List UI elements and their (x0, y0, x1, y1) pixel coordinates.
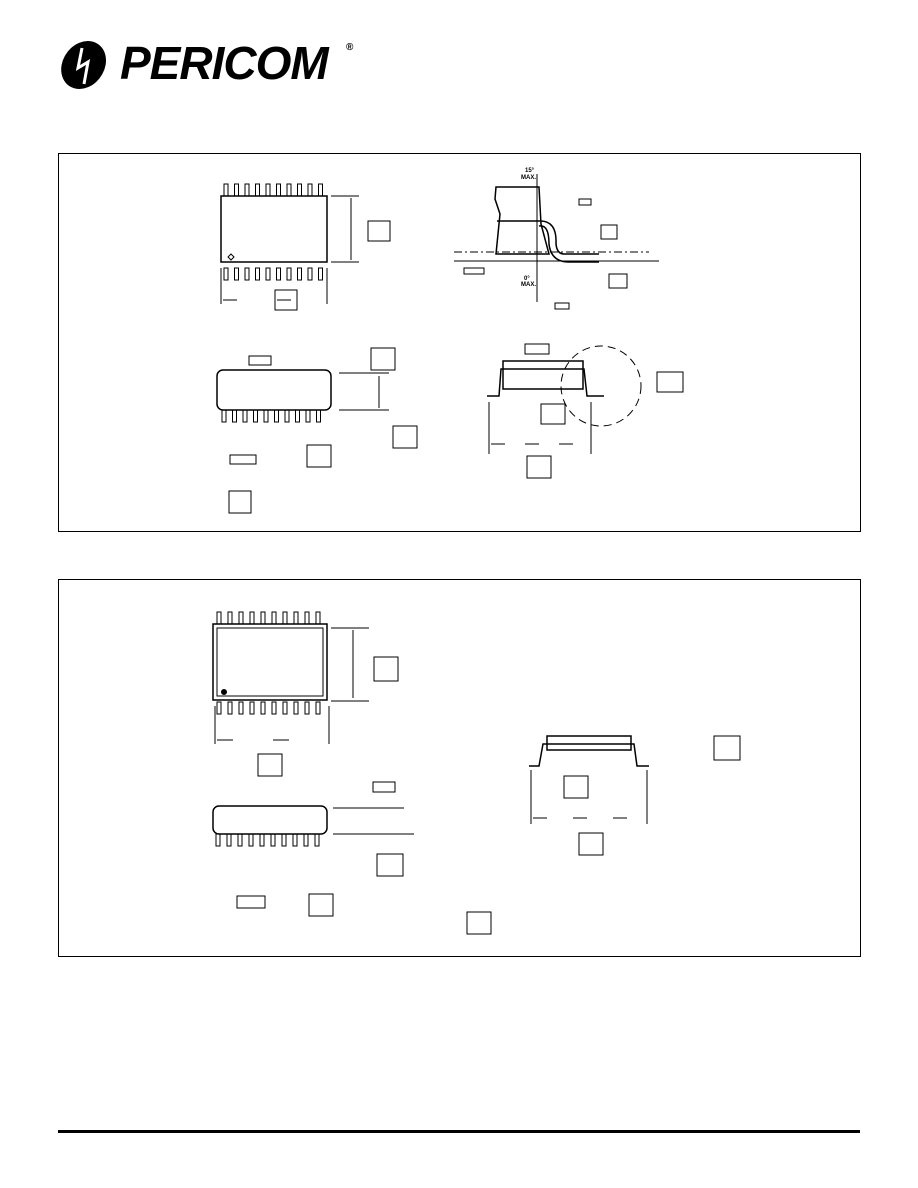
lead-pin (286, 267, 292, 281)
lead-pin (304, 611, 310, 625)
lead-pin (249, 701, 255, 715)
lead-pin (237, 833, 243, 847)
lead-pin (232, 409, 237, 423)
angle-label-max: MAX. (521, 282, 536, 288)
lead-pin (227, 701, 233, 715)
lead-pin (270, 833, 276, 847)
top-view (220, 183, 391, 311)
lead-pin (242, 409, 248, 423)
lead-pin (274, 409, 279, 423)
logo-wordmark: PERICOM (120, 37, 329, 89)
lead-pin (293, 611, 299, 625)
lead-pin (315, 701, 321, 715)
lead-pin (248, 833, 254, 847)
lead-pin (263, 409, 269, 423)
lead-pin (271, 611, 277, 625)
side-view (216, 347, 418, 514)
lead-pin (293, 701, 299, 715)
lead-pin (255, 267, 260, 281)
lead-pin (282, 701, 288, 715)
pericom-logo-mark-icon (61, 41, 106, 89)
package-drawing-1: 15° MAX. 0° MAX. (216, 168, 684, 514)
lead-pin (244, 183, 250, 197)
lead-pin (297, 267, 302, 281)
lead-pin (284, 409, 290, 423)
lead-pin (226, 833, 232, 847)
lead-pin (244, 267, 250, 281)
lead-pin (281, 833, 287, 847)
lead-pin (297, 183, 302, 197)
pericom-logo: PERICOM ® (58, 37, 358, 90)
lead-pin (260, 701, 266, 715)
lead-pin (255, 183, 260, 197)
lead-pin (265, 183, 271, 197)
lead-pin (249, 611, 255, 625)
angle-label: 0° (524, 276, 530, 282)
footer-divider (58, 1130, 860, 1133)
lead-pin (292, 833, 298, 847)
package-drawing-panel-2 (58, 579, 861, 957)
angle-label-max: MAX. (521, 175, 536, 181)
lead-pin (282, 611, 288, 625)
side-view (212, 781, 492, 935)
package-drawing-panel-1: 15° MAX. 0° MAX. (58, 153, 861, 532)
lead-pin (314, 833, 320, 847)
angle-label: 15° (525, 168, 535, 174)
lead-pin (216, 611, 222, 625)
lead-pin (304, 701, 310, 715)
lead-pin (316, 409, 321, 423)
lead-pin (253, 409, 258, 423)
lead-pin (315, 611, 321, 625)
lead-pin (259, 833, 265, 847)
lead-pin (234, 267, 239, 281)
lead-pin (227, 611, 233, 625)
end-view (487, 343, 684, 479)
lead-pin (265, 267, 271, 281)
lead-pin (216, 701, 222, 715)
lead-pin (318, 183, 323, 197)
lead-pin (234, 183, 239, 197)
lead-pin (215, 833, 221, 847)
lead-pin (307, 183, 313, 197)
lead-pin (318, 267, 323, 281)
lead-pin (260, 611, 266, 625)
top-view (212, 611, 399, 777)
lead-pin (276, 183, 281, 197)
lead-pin (221, 409, 227, 423)
lead-pin (305, 409, 311, 423)
end-view (529, 735, 741, 856)
lead-pin (295, 409, 300, 423)
lead-pin (276, 267, 281, 281)
lead-pin (286, 183, 292, 197)
lead-pin (271, 701, 277, 715)
lead-pin (223, 267, 229, 281)
lead-detail (454, 174, 659, 310)
lead-pin (303, 833, 309, 847)
lead-pin (307, 267, 313, 281)
package-drawing-2 (212, 611, 741, 935)
lead-pin (238, 701, 244, 715)
lead-pin (238, 611, 244, 625)
registered-mark: ® (346, 42, 354, 53)
lead-pin (223, 183, 229, 197)
